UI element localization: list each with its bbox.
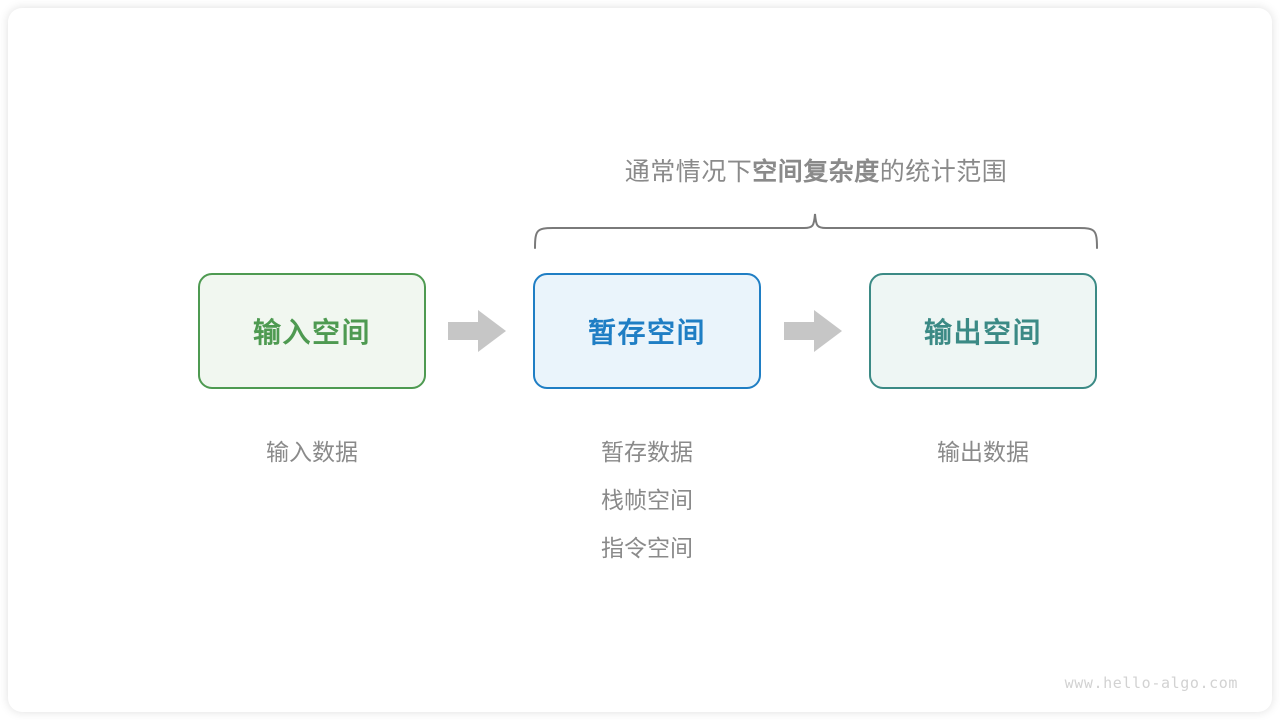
figure-card: 通常情况下空间复杂度的统计范围 输入空间 暂存空间 输出空间 输入数据 暂存数据… xyxy=(8,8,1272,712)
arrow-right-icon xyxy=(448,310,506,352)
caption-line: 栈帧空间 xyxy=(601,487,693,513)
caption-group-output: 输出数据 xyxy=(869,428,1097,476)
arrow-right-icon xyxy=(784,310,842,352)
box-output-space: 输出空间 xyxy=(869,273,1097,389)
box-input-space: 输入空间 xyxy=(198,273,426,389)
caption-line: 输入数据 xyxy=(266,439,358,465)
curly-brace-icon xyxy=(534,213,1098,249)
brace-caption-suffix: 的统计范围 xyxy=(879,158,1008,186)
caption-group-temp: 暂存数据 栈帧空间 指令空间 xyxy=(533,428,761,572)
box-input-space-label: 输入空间 xyxy=(252,317,371,348)
watermark: www.hello-algo.com xyxy=(1064,674,1238,692)
box-temp-space-label: 暂存空间 xyxy=(587,317,706,348)
caption-line: 指令空间 xyxy=(601,535,693,561)
brace-caption-emphasis: 空间复杂度 xyxy=(752,158,880,186)
caption-line: 输出数据 xyxy=(937,439,1029,465)
box-output-space-label: 输出空间 xyxy=(923,317,1042,348)
caption-line: 暂存数据 xyxy=(601,439,693,465)
box-temp-space: 暂存空间 xyxy=(533,273,761,389)
brace-caption-prefix: 通常情况下 xyxy=(624,158,753,186)
brace-caption: 通常情况下空间复杂度的统计范围 xyxy=(533,152,1099,188)
caption-group-input: 输入数据 xyxy=(198,428,426,476)
